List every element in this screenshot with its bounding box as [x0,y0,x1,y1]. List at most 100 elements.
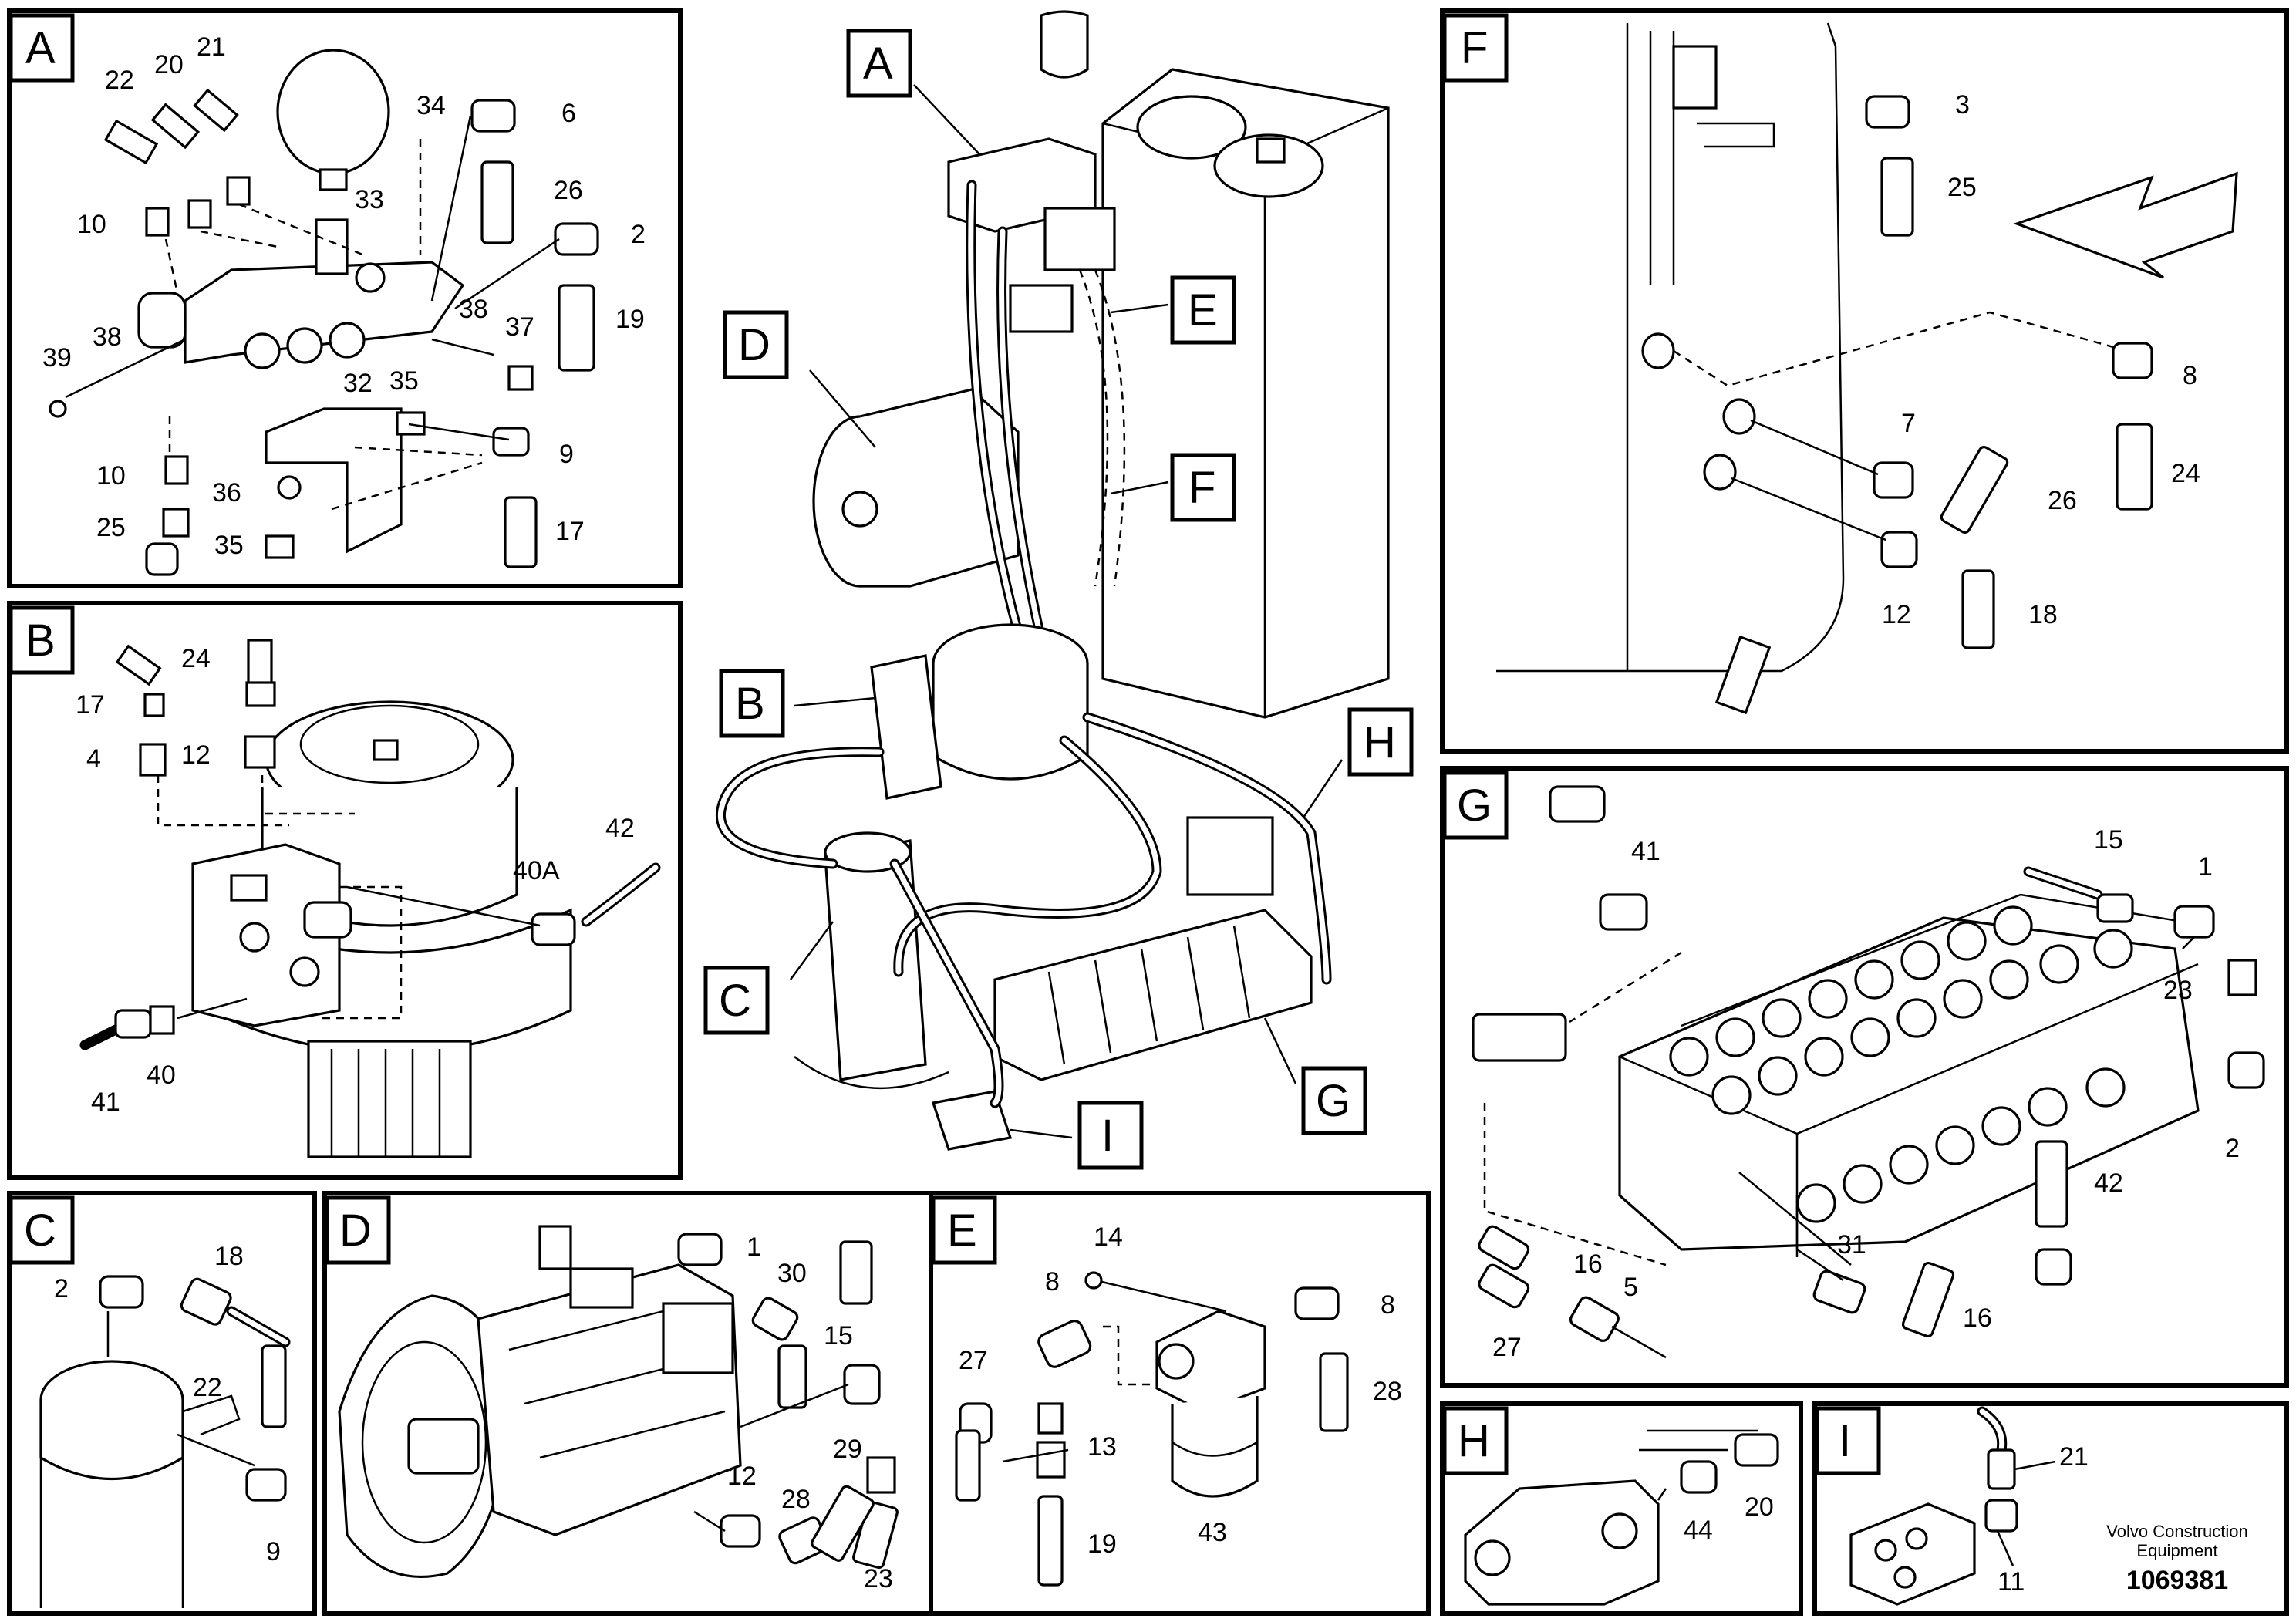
callout-e-14: 14 [1094,1222,1123,1252]
callout-a-39: 39 [42,343,72,373]
callout-h-44: 44 [1684,1516,1713,1545]
callout-e-8: 8 [1045,1267,1060,1297]
callout-g-27: 27 [1492,1333,1522,1362]
callout-b-40: 40 [147,1061,176,1090]
callout-h-20: 20 [1745,1492,1774,1522]
callout-i-11: 11 [1998,1567,2025,1597]
panel-a-callouts: 22 20 21 34 6 10 33 26 2 19 39 38 38 37 … [42,32,646,560]
callout-a-38b: 38 [459,295,488,324]
callout-a-10: 10 [77,210,106,239]
panel-i-callouts: 21 11 [1998,1442,2089,1597]
callout-g-16: 16 [1573,1249,1603,1279]
panel-e-label: E [947,1206,977,1256]
panel-b-label: B [25,615,56,666]
callout-g-31: 31 [1837,1230,1866,1259]
callout-b-42: 42 [605,814,635,843]
callout-d-28: 28 [781,1485,811,1514]
callout-f-26: 26 [2048,486,2077,515]
detail-panel-e: E 14 8 8 27 13 28 43 19 [929,1191,1431,1616]
callout-f-3: 3 [1955,90,1970,120]
callout-a-37: 37 [505,312,534,342]
callout-g-15: 15 [2094,825,2123,855]
callout-a-38: 38 [93,322,122,352]
callout-c-2: 2 [54,1274,69,1303]
callout-g-16b: 16 [1963,1303,1992,1333]
callout-b-17: 17 [76,690,105,720]
callout-a-2: 2 [631,220,646,249]
callout-a-35b: 35 [214,531,244,560]
panel-a-label: A [25,23,56,73]
callout-d-15: 15 [824,1321,853,1351]
detail-panel-c: C 18 2 22 9 [7,1191,317,1616]
callout-d-29: 29 [833,1435,862,1464]
callout-e-43: 43 [1198,1518,1227,1547]
callout-f-7: 7 [1901,409,1916,438]
callout-f-18: 18 [2028,600,2058,629]
callout-b-41: 41 [91,1088,120,1117]
callout-f-8: 8 [2183,361,2197,390]
detail-panel-i: I 21 11 Volvo Construction Equipment 106… [1812,1401,2289,1616]
callout-a-21: 21 [197,32,226,62]
panel-f-callouts: 3 25 8 7 24 26 12 18 [1882,90,2200,629]
callout-a-26: 26 [554,176,583,205]
detail-panel-h: H 44 20 [1440,1401,1803,1616]
panel-h-callouts: 44 20 [1684,1492,1774,1545]
callout-f-24: 24 [2171,459,2200,488]
callout-c-9: 9 [266,1537,281,1566]
detail-panel-d: D 1 30 15 29 12 28 23 [322,1191,935,1616]
overview-label-e: E [1188,285,1218,336]
callout-b-24: 24 [181,644,211,673]
detail-panel-a: A [7,8,683,588]
overview-assembly: A D E F B H C G I [703,10,1414,1170]
callout-a-34: 34 [416,91,446,120]
callout-a-17: 17 [555,517,585,546]
callout-d-12: 12 [727,1462,757,1491]
detail-panel-g: G [1440,766,2289,1388]
panel-g-callouts: 41 15 1 23 2 42 16 5 31 16 27 [1492,825,2240,1362]
footer-company-line2: Equipment [2136,1541,2217,1560]
panel-c-label: C [24,1206,56,1256]
callout-d-23: 23 [864,1564,893,1593]
panel-c-callouts: 18 2 22 9 [54,1242,281,1566]
callout-b-4: 4 [86,744,101,774]
footer-company-line1: Volvo Construction [2106,1522,2247,1541]
valve-ports [1669,905,2133,1223]
callout-g-41: 41 [1631,837,1660,866]
callout-c-22: 22 [193,1373,222,1402]
overview-label-b: B [735,679,765,729]
callout-b-40a: 40A [513,856,560,885]
overview-label-h: H [1364,717,1396,767]
panel-d-label: D [339,1206,372,1256]
overview-label-d: D [738,320,770,370]
panel-d-callouts: 1 30 15 29 12 28 23 [727,1233,893,1593]
callout-e-19: 19 [1087,1529,1117,1559]
overview-label-f: F [1188,463,1215,513]
panel-h-label: H [1458,1416,1490,1466]
callout-g-2: 2 [2225,1134,2240,1163]
callout-a-19: 19 [615,305,645,334]
callout-a-33: 33 [355,185,384,214]
callout-g-5: 5 [1623,1273,1638,1302]
callout-g-23: 23 [2163,976,2193,1005]
callout-e-28: 28 [1373,1377,1402,1406]
callout-a-35: 35 [389,366,419,396]
callout-d-1: 1 [747,1233,761,1262]
callout-a-10b: 10 [96,461,126,491]
callout-d-30: 30 [777,1259,807,1288]
callout-a-32: 32 [343,369,373,398]
detail-panel-f: F 3 25 8 7 24 26 12 18 [1440,8,2289,754]
panel-e-callouts: 14 8 8 27 13 28 43 19 [959,1222,1402,1559]
callout-g-1: 1 [2198,852,2213,882]
callout-i-21: 21 [2059,1442,2089,1472]
callout-e-13: 13 [1087,1432,1117,1462]
callout-a-9: 9 [559,440,574,469]
callout-a-20: 20 [154,50,184,79]
callout-g-42: 42 [2094,1168,2123,1198]
callout-f-25: 25 [1947,173,1977,202]
overview-label-c: C [719,976,751,1026]
callout-e-27: 27 [959,1346,988,1375]
footer-drawing-number: 1069381 [2126,1566,2228,1595]
callout-f-12: 12 [1882,600,1911,629]
panel-g-label: G [1457,781,1492,831]
